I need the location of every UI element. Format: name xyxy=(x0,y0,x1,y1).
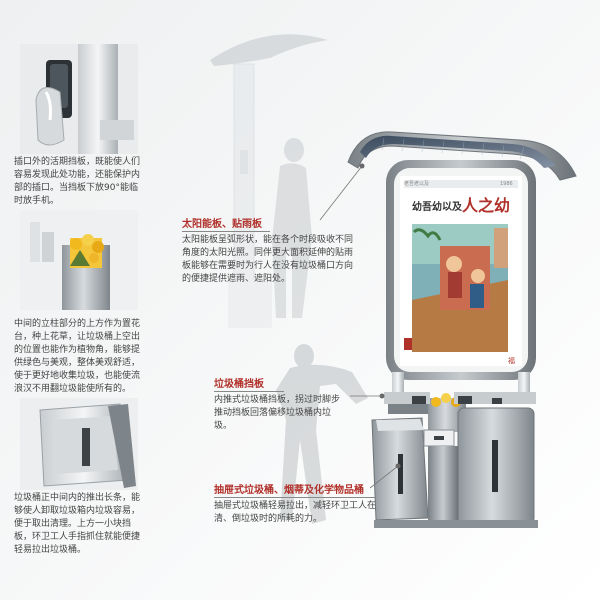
detail-bin-handle-image xyxy=(20,398,138,490)
bending-person-silhouette xyxy=(276,344,368,524)
poster-header-left: 老吾老以及 xyxy=(404,181,430,187)
callout-solar-title: 太阳能板、贴雨板 xyxy=(182,219,262,230)
callout-baffle-underline xyxy=(214,391,284,392)
poster-stamp: 福 xyxy=(508,357,515,365)
background-person-silhouette xyxy=(272,138,312,318)
callout-drawer-title: 抽屉式垃圾桶、烟蒂及化学物品桶 xyxy=(214,485,364,496)
caption-bin-handle: 垃圾桶正中间内的推出长条，能够使人卸取垃圾箱内垃圾容易，便于取出清理。上方一小块… xyxy=(14,493,141,555)
poster-header-right: 1986 xyxy=(500,181,513,187)
background-pole-silhouette xyxy=(210,34,328,328)
main-product xyxy=(347,131,577,528)
callout-drawer-body: 抽屉式垃圾桶轻易拉出，减轻环卫工人在清、倒垃圾时的所耗的力。 xyxy=(214,501,377,524)
callout-solar-body: 太阳能板呈弧形状，能在各个时段吸收不同角度的太阳光照。同伴更大面积延伸的贴雨板能… xyxy=(182,235,354,284)
callout-baffle-body: 内推式垃圾桶挡板，拐过时脚步推动挡板回落偏移垃圾桶内垃圾。 xyxy=(214,395,341,431)
callout-drawer-underline xyxy=(214,497,376,498)
caption-planter: 中间的立柱部分的上方作为置花台，种上花草，让垃圾桶上空出的位置也能作为植物角，能… xyxy=(14,319,141,394)
caption-charging-port: 插口外的活期挡板，既能使人们容易发现此处功能，还能保护内部的插口。当挡板下放90… xyxy=(14,157,141,206)
detail-planter-image xyxy=(20,210,138,310)
poster-title-big: 人之幼 xyxy=(462,196,511,215)
poster-title-small: 幼吾幼以及 xyxy=(412,202,462,213)
detail-charging-port-image xyxy=(20,44,138,154)
callout-baffle-title: 垃圾桶挡板 xyxy=(214,379,264,390)
callout-solar-underline xyxy=(182,231,270,232)
